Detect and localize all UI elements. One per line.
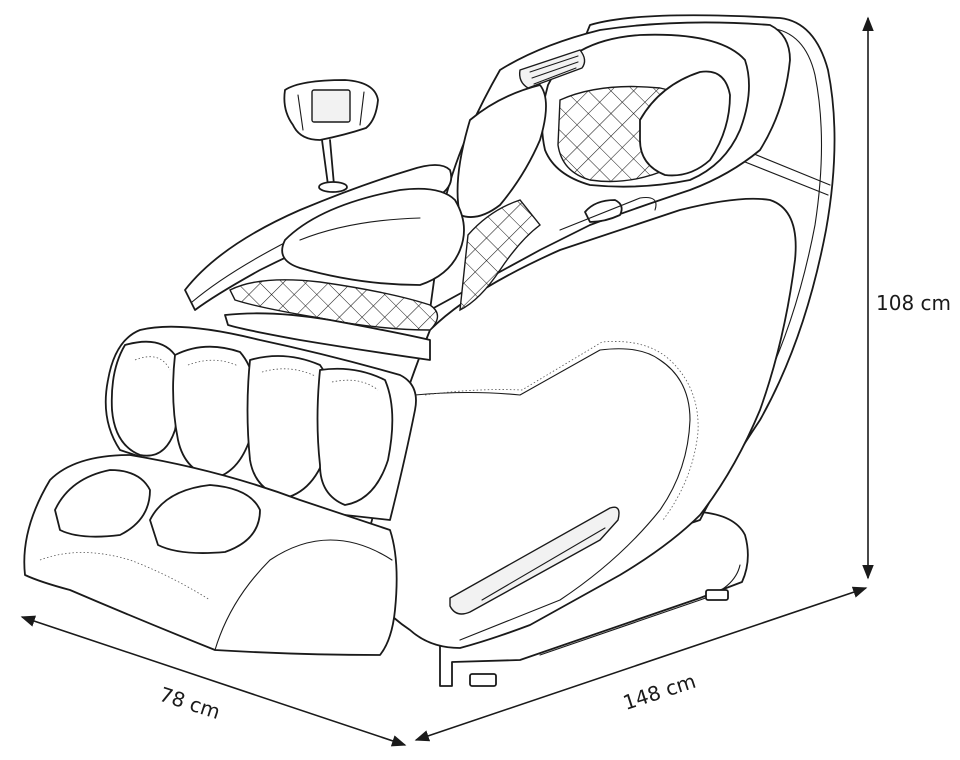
depth-dimension [20, 615, 407, 747]
leg-rest [23, 325, 417, 656]
armrest [184, 164, 465, 361]
length-dimension [414, 586, 868, 742]
remote-control [283, 79, 379, 193]
length-arrow [414, 586, 868, 742]
backrest [429, 21, 791, 312]
depth-arrow [20, 615, 407, 747]
height-label: 108 cm [876, 291, 952, 315]
